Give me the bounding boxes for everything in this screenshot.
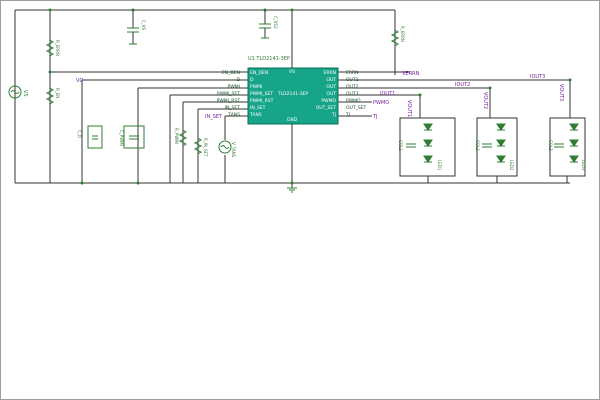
chip-left-pin-4: PWMI_RST	[250, 98, 274, 104]
chip-left-pin-5: IN_SET	[250, 105, 266, 111]
led1-label: LED1	[437, 160, 442, 171]
chip-left-wire-label-4: PWMI_RST	[217, 98, 241, 104]
chip-left-pin-3: PWMI_SET	[250, 91, 273, 97]
chip-right-wire-label-0: ERRN	[346, 70, 358, 76]
net-vd: VD	[76, 78, 83, 84]
chip-right-pin-3: OUT	[326, 91, 336, 97]
capacitor-c-vs[interactable]: C_VS	[127, 10, 146, 45]
chip-pin-gnd: GND	[287, 117, 298, 123]
chip-right-pin-4: PWMO	[321, 98, 336, 104]
chip-right-wire-label-5: OUT_SET	[346, 105, 367, 111]
chip-right-pin-2: OUT	[326, 84, 336, 90]
chip-left-pin-0: EN_DEN	[250, 70, 268, 76]
chip-left-wire-label-1: D	[237, 77, 241, 83]
net-pwmo: PWMO	[373, 100, 389, 106]
chip-left-wire-label-2: PWMI	[228, 84, 240, 90]
r-errn-left-label: R_ERRN	[55, 40, 60, 56]
chip-right-pin-1: OUT	[326, 77, 336, 83]
chip-left-wire-label-3: PWMI_SET	[217, 91, 240, 97]
led2-label: LED2	[509, 160, 514, 171]
net-iout1: IOUT1	[380, 91, 395, 97]
output-channel-1[interactable]: COL1 LED1	[398, 123, 442, 171]
net-in-set: IN_SET	[205, 114, 223, 120]
net-labels: VERRN VD IOUT1 IOUT2 IOUT3 VOUT1 VOUT2 V…	[76, 71, 564, 120]
voltage-source-vs[interactable]: VS	[8, 85, 28, 99]
r-errn-label: R_ERRN	[400, 26, 405, 42]
led3-label: LED3	[581, 160, 586, 171]
vs-label: VS	[22, 90, 28, 97]
chip-left-wire-label-5: IN_SET	[225, 105, 241, 111]
c-vs2-label: C_VS2	[273, 16, 278, 29]
capacitor-c-pwmi[interactable]: C_PWMI	[119, 125, 145, 149]
chip-pin-vs: VS	[289, 69, 295, 75]
col1-label: COL1	[398, 140, 403, 151]
col2-label: COL2	[475, 140, 480, 151]
chip-center-label: TLD2141-3EP	[277, 91, 309, 97]
chip-title: U1 TLD2141-3EP	[248, 56, 290, 62]
r-pwmi-label: R_PWMI	[174, 128, 179, 144]
net-verrn: VERRN	[402, 71, 420, 77]
ground-icon	[287, 187, 297, 193]
v-tans-label: V_TANS	[231, 142, 236, 158]
col3-label: COL3	[548, 140, 553, 151]
chip-left-pin-1: D	[250, 77, 254, 83]
resistor-r-pwmi[interactable]: R_PWMI	[174, 128, 188, 147]
resistor-r-en[interactable]: R_EN	[45, 87, 60, 105]
c-pwmi-label: C_PWMI	[119, 130, 124, 146]
net-iout3: IOUT3	[530, 74, 545, 80]
resistor-r-errn[interactable]: R_ERRN	[390, 26, 405, 47]
chip-right-wire-label-3: OUT3	[346, 91, 359, 97]
resistor-r-in-set[interactable]: R_IN_SET	[193, 137, 208, 157]
resistor-r-errn-left[interactable]: R_ERRN	[45, 39, 60, 57]
capacitor-c-d[interactable]: C_D	[77, 125, 103, 149]
chip-right-pin-5: OUT_SET	[316, 105, 337, 111]
net-vout1: VOUT1	[406, 100, 412, 117]
chip-left-pin-2: PWMI	[250, 84, 262, 90]
net-tj: TJ	[372, 114, 378, 120]
r-in-set-label: R_IN_SET	[203, 138, 208, 157]
net-vout3: VOUT3	[558, 84, 564, 101]
led-string-2	[496, 123, 506, 163]
c-d-label: C_D	[77, 130, 82, 138]
chip-right-wire-label-2: OUT2	[346, 84, 359, 90]
r-en-label: R_EN	[55, 88, 60, 98]
output-channel-2[interactable]: COL2 LED2	[475, 123, 514, 171]
voltage-source-tans[interactable]: V_TANS	[218, 140, 236, 158]
chip-right-wire-label-1: OUT1	[346, 77, 359, 83]
led-string-1	[423, 123, 433, 163]
chip-right-wire-label-4: PWMO	[346, 98, 361, 104]
wires	[14, 9, 586, 188]
chip-right-pin-0: ERRN	[324, 70, 336, 76]
output-channel-3[interactable]: COL3 LED3	[548, 123, 586, 171]
led-string-3	[569, 123, 579, 163]
chip-left-wire-label-6: TANS	[227, 112, 240, 118]
chip-right-pin-6: TJ	[331, 112, 336, 118]
chip-tld2141[interactable]: U1 TLD2141-3EP TLD2141-3EP VS GND EN_DEN…	[217, 56, 367, 125]
chip-right-wire-label-6: TJ	[345, 112, 350, 118]
chip-left-wire-label-0: EN_DEN	[222, 70, 240, 76]
c-vs-label: C_VS	[141, 20, 146, 31]
net-vout2: VOUT2	[482, 92, 488, 109]
chip-left-pin-6: TANS	[249, 112, 262, 118]
capacitor-c-vs2[interactable]: C_VS2	[259, 10, 278, 39]
net-iout2: IOUT2	[455, 82, 470, 88]
